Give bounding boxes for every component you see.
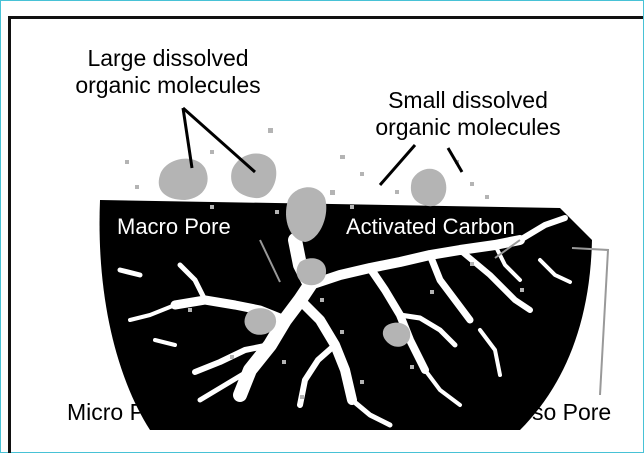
label-large-molecules-line1: Large dissolved — [87, 45, 248, 71]
label-micro-pore: Micro Pore — [67, 399, 178, 425]
label-small-molecules-line2: organic molecules — [375, 114, 560, 140]
label-activated-carbon: Activated Carbon — [346, 214, 515, 239]
label-large-molecules-line2: organic molecules — [75, 72, 260, 98]
label-macro-pore: Macro Pore — [117, 214, 231, 239]
label-meso-pore: Meso Pore — [500, 399, 611, 425]
label-small-molecules-line1: Small dissolved — [388, 87, 548, 113]
